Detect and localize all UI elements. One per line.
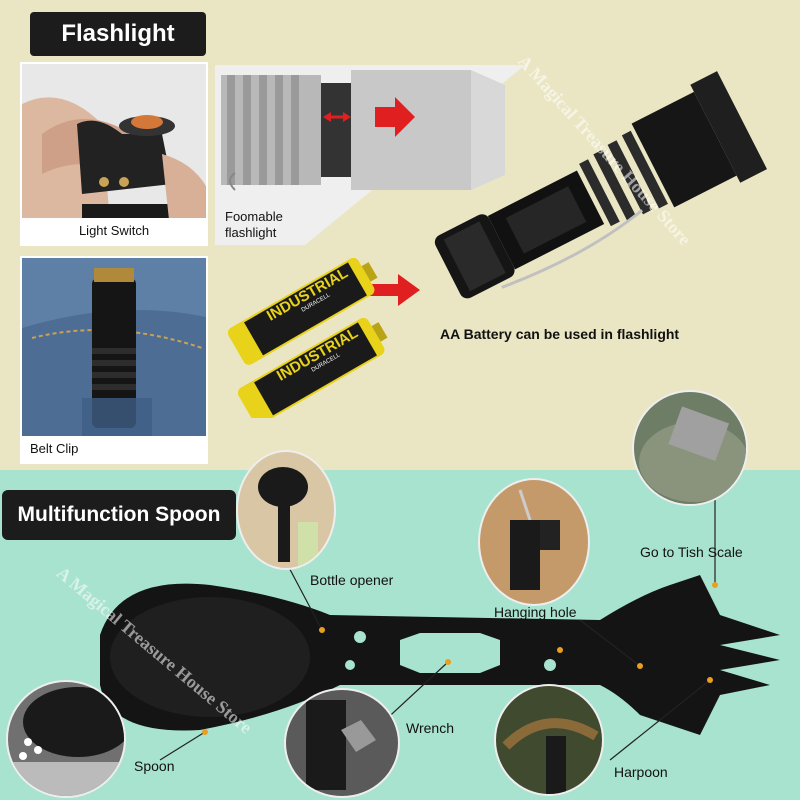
battery-caption: AA Battery can be used in flashlight — [440, 326, 680, 342]
hand-switch-image — [22, 64, 206, 244]
main-flashlight-image — [434, 71, 767, 299]
bottle-opener-photo — [236, 450, 336, 570]
light-switch-photo: Light Switch — [20, 62, 208, 246]
aa-batteries-image — [227, 258, 388, 418]
light-switch-caption: Light Switch — [22, 218, 206, 244]
fish-scale-label: Go to Tish Scale — [640, 544, 743, 560]
foamable-photo: Foomable flashlight — [215, 65, 525, 245]
harpoon-label: Harpoon — [614, 764, 668, 780]
belt-clip-image — [22, 258, 206, 462]
belt-clip-caption: Belt Clip — [22, 436, 206, 462]
hanging-hole-label: Hanging hole — [494, 604, 577, 620]
spoon-title: Multifunction Spoon — [2, 490, 236, 540]
flashlight-title: Flashlight — [30, 12, 206, 56]
foamable-caption-line2: flashlight — [225, 225, 277, 240]
belt-clip-photo: Belt Clip — [20, 256, 208, 464]
harpoon-photo — [494, 684, 604, 796]
wrench-label: Wrench — [406, 720, 454, 736]
multifunction-spoon-image — [100, 575, 780, 735]
wrench-photo — [284, 688, 400, 798]
bottle-opener-label: Bottle opener — [310, 572, 394, 588]
fish-scale-photo — [632, 390, 748, 506]
hanging-hole-photo — [478, 478, 590, 606]
gray-flashlight-image — [215, 65, 525, 245]
insert-arrow-icon — [368, 274, 420, 306]
spoon-photo — [6, 680, 126, 798]
spoon-label: Spoon — [134, 758, 175, 774]
foamable-caption-line1: Foomable — [225, 209, 283, 224]
